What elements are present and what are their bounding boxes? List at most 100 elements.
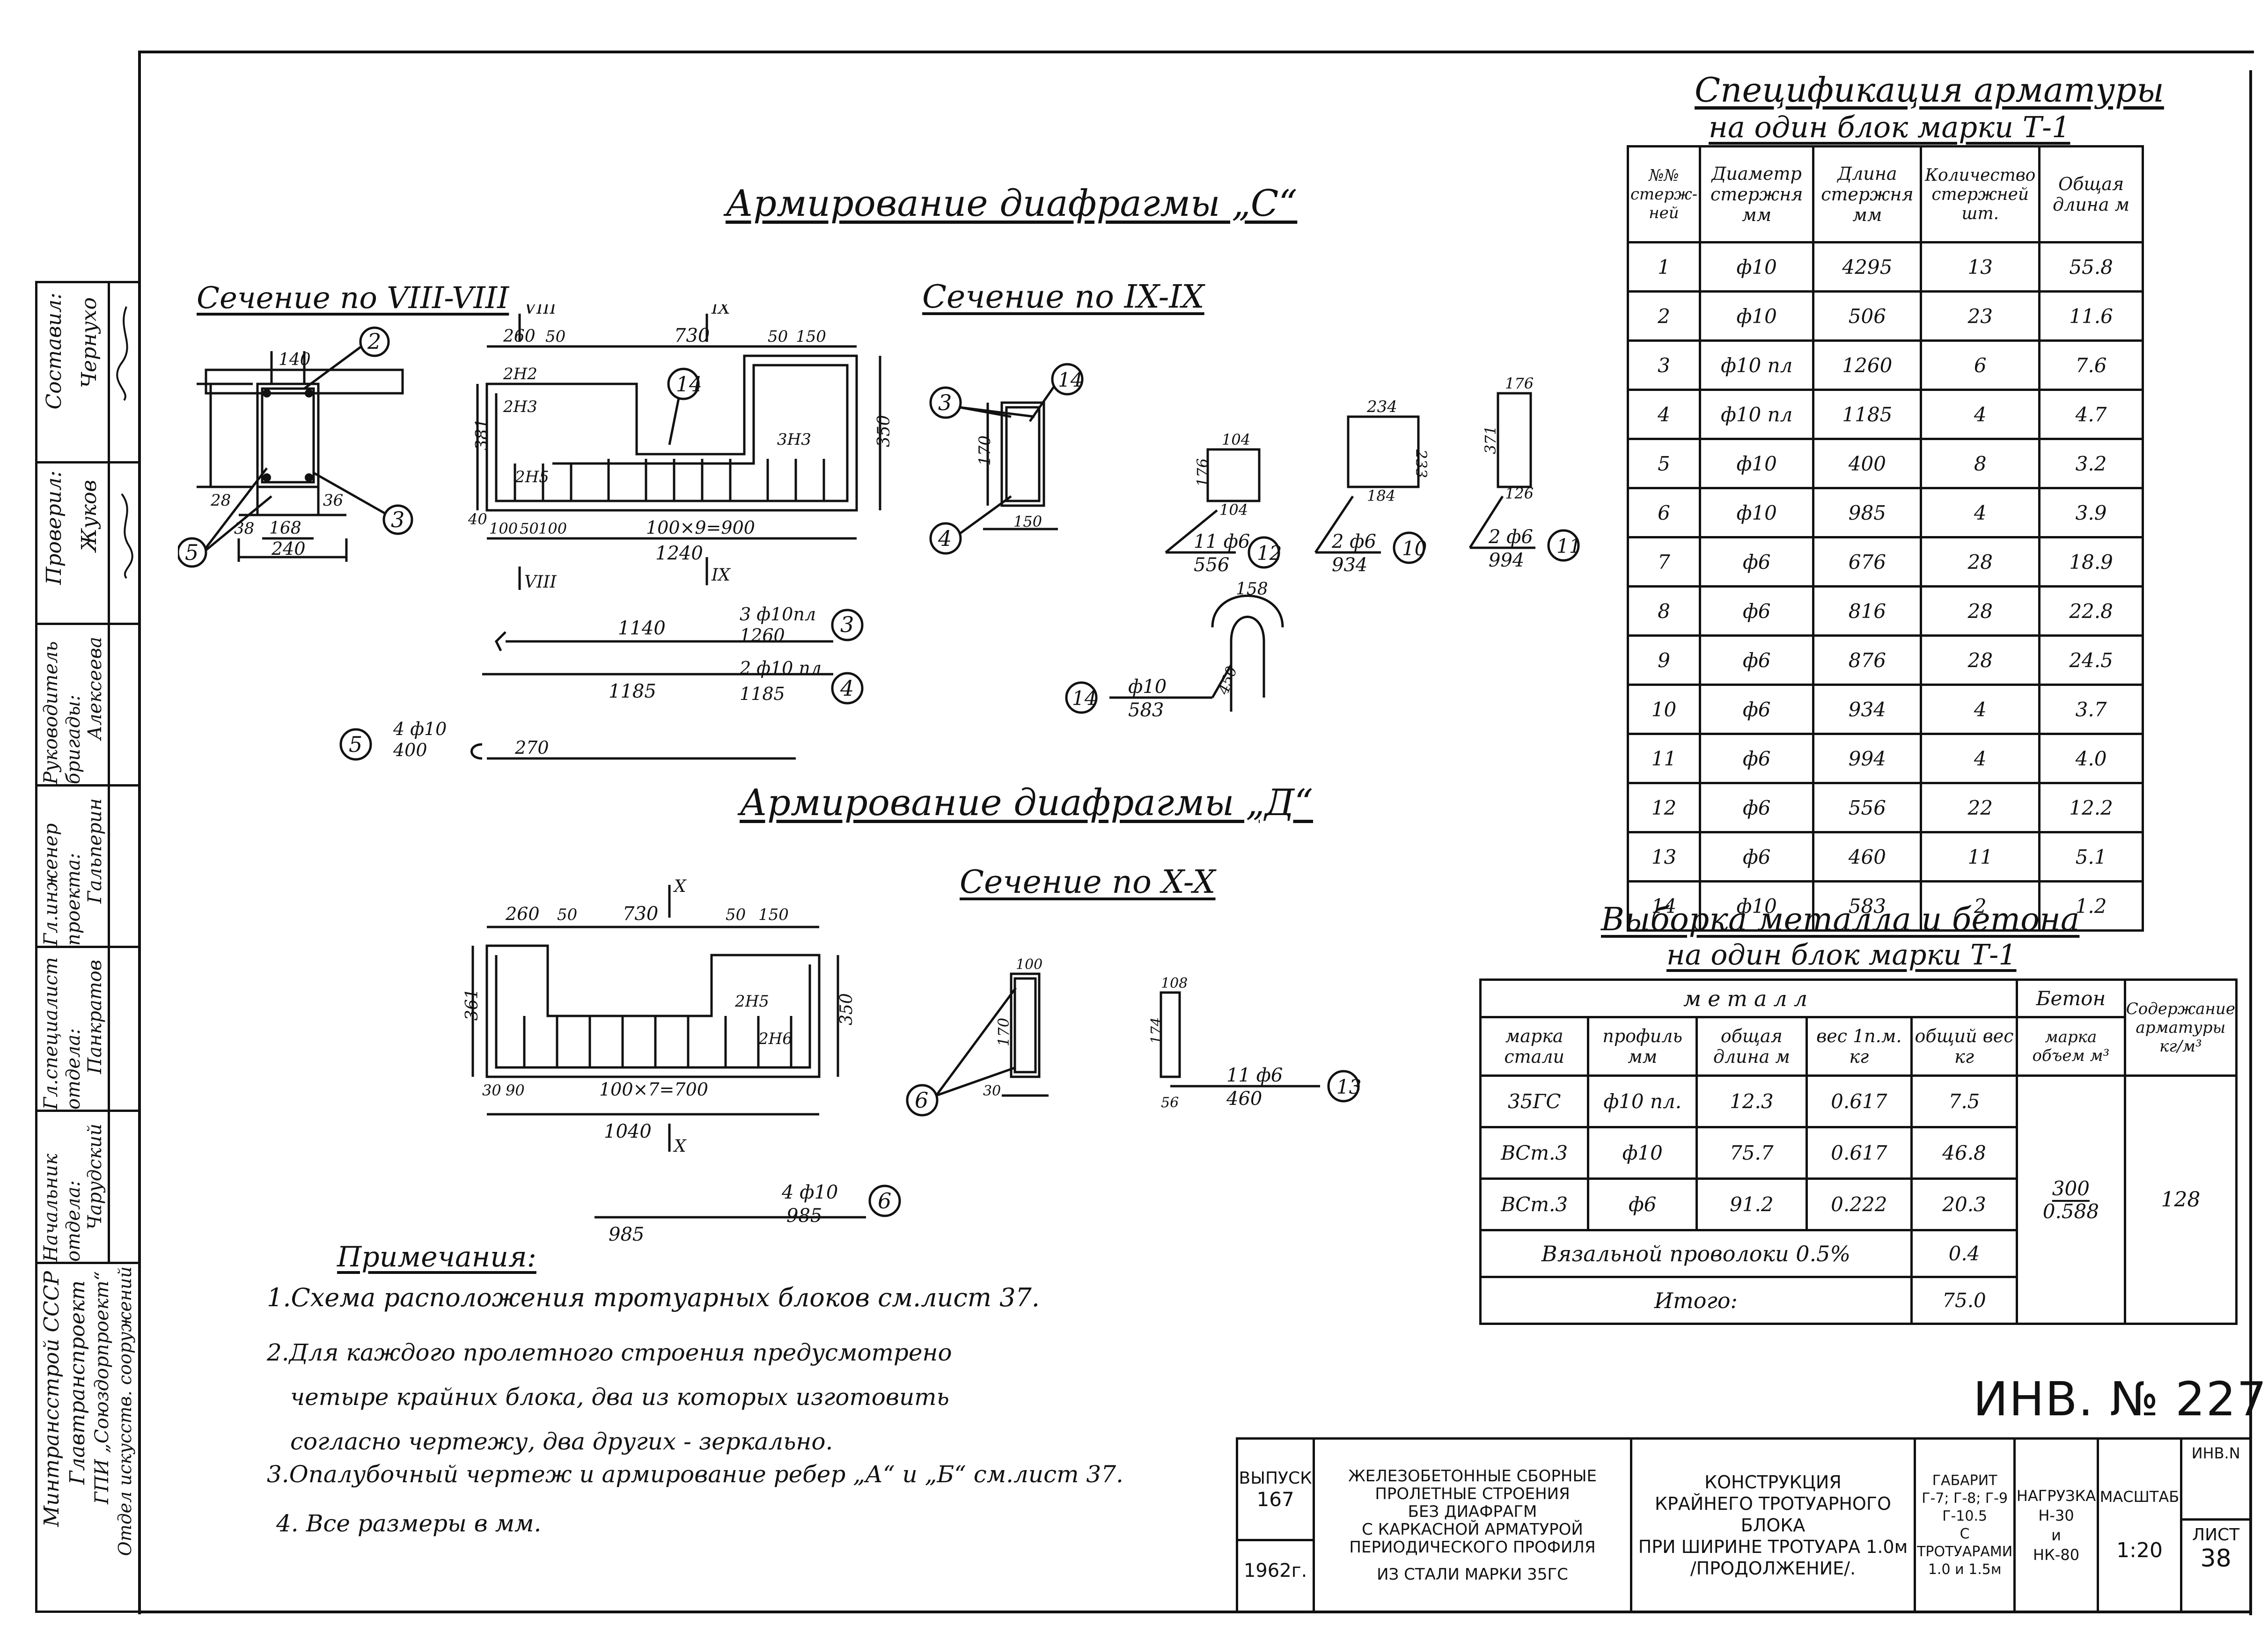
vypusk-label: ВЫПУСК (1239, 1469, 1312, 1488)
title-constr: КОНСТРУКЦИЯ КРАЙНЕГО ТРОТУАРНОГО БЛОКА П… (1629, 1437, 1916, 1613)
svg-text:11: 11 (1556, 535, 1581, 558)
vyb-group: Содержание арматуры кг/м³ (2123, 978, 2238, 1077)
org-line: ГПИ „Союздорпроект“ (91, 1271, 113, 1504)
frame-bottom (138, 1611, 2252, 1613)
desc-line: ПЕРИОДИЧЕСКОГО ПРОФИЛЯ (1349, 1537, 1596, 1557)
dim-label: 100 (489, 520, 518, 537)
nagruzka-line: НАГРУЗКА (2016, 1486, 2096, 1505)
spec-cell: 1260 (1812, 339, 1923, 391)
list-label: ЛИСТ (2182, 1518, 2249, 1545)
dim-label: 1040 (604, 1121, 652, 1142)
spec-cell: 460 (1812, 831, 1923, 883)
spec-cell: 24.5 (2038, 634, 2144, 686)
vyb-header: марка объем м³ (2016, 1016, 2126, 1077)
note-line: 4. Все размеры в мм. (276, 1510, 542, 1537)
svg-text:6: 6 (915, 1088, 928, 1113)
spec-subtitle: на один блок марки Т-1 (1709, 110, 2070, 144)
vyb-cell: 35ГС (1479, 1074, 1590, 1128)
spec-cell: 22.8 (2038, 585, 2144, 637)
bars-3-4-5: 3 4 5 1140 3 ф10пл 1260 1185 2 ф10 пл 11… (339, 604, 864, 761)
dim-label: 38 (234, 519, 254, 538)
spec-cell: ф6 (1698, 634, 1815, 686)
sec-10-title: Сечение по X-X (960, 864, 1216, 901)
vyb-cell: 12.3 (1695, 1074, 1808, 1128)
desc-line: С КАРКАСНОЙ АРМАТУРОЙ (1362, 1520, 1583, 1539)
section-mark: X (673, 1137, 687, 1156)
vyb-header: вес 1п.м. кг (1805, 1016, 1913, 1077)
bar-total: 994 (1489, 550, 1524, 571)
bar-total: 934 (1332, 554, 1367, 576)
bar-label: 2 ф10 пл (739, 658, 822, 678)
title-gabarit: ГАБАРИТ Г-7; Г-8; Г-9 Г-10.5 С ТРОТУАРАМ… (1914, 1437, 2016, 1613)
spec-cell: 11 (1627, 733, 1701, 784)
spec-cell: 3.2 (2038, 438, 2144, 489)
vyb-header: общая длина м (1695, 1016, 1808, 1077)
dim-label: 176 (1194, 458, 1211, 487)
spec-cell: 994 (1812, 733, 1923, 784)
masshtab-value: 1:20 (2116, 1538, 2163, 1562)
nagruzka-line: и (2051, 1526, 2061, 1544)
svg-text:170: 170 (976, 435, 994, 466)
svg-text:5: 5 (185, 540, 198, 565)
arm-c-title: Армирование диафрагмы „С“ (726, 183, 1298, 225)
spec-cell: 8 (1920, 438, 2041, 489)
nagruzka-line: НК-80 (2033, 1545, 2080, 1564)
spec-cell: 985 (1812, 487, 1923, 538)
dim-label: 50 (557, 905, 577, 924)
spec-cell: 4295 (1812, 241, 1923, 293)
spec-cell: ф6 (1698, 684, 1815, 735)
spec-cell: 6 (1627, 487, 1701, 538)
dim-label: 1185 (609, 681, 656, 702)
svg-text:10: 10 (1402, 537, 1427, 560)
stirrups-12-9-10: 12 10 11 104 176 104 11 ф6 556 234 233 1… (1165, 375, 1581, 576)
spec-cell: 11 (1920, 831, 2041, 883)
nagruzka-line: Н-30 (2038, 1506, 2074, 1524)
vyb-cell: 75.7 (1695, 1126, 1808, 1180)
spec-cell: 876 (1812, 634, 1923, 686)
stamp-name: Алексеева (84, 637, 106, 740)
vyb-beton-cell: 300 0.588 (2016, 1074, 2126, 1325)
bar-total: 583 (1128, 699, 1164, 721)
dim-label: 50 (545, 327, 565, 346)
dim-label: 28 (210, 491, 231, 510)
dim-label: 168 (269, 519, 301, 538)
vyb-cell: 0.617 (1805, 1126, 1913, 1180)
dim-label: 260 (503, 327, 536, 346)
dim-label: 56 (1161, 1095, 1179, 1111)
stamp-name: Панкратов (84, 960, 106, 1074)
dim-label: 184 (1367, 487, 1395, 505)
dim-label: 100×9=900 (646, 517, 755, 538)
bar-6: 6 4 ф10 985 985 (595, 1182, 901, 1245)
side-stamp-row: Начальник отдела: Чарудский (37, 1110, 140, 1264)
dim-label: 50 (768, 327, 788, 346)
dim-label: 371 (1482, 426, 1499, 454)
spec-cell: 4 (1920, 733, 2041, 784)
stamp-name: Чернухо (77, 297, 101, 389)
bar-label: 4 ф10 (781, 1182, 838, 1203)
dim-label: 150 (796, 327, 826, 346)
spec-cell: 676 (1812, 536, 1923, 588)
spec-cell: 4 (1920, 487, 2041, 538)
spec-header: Общая длина м (2038, 145, 2144, 243)
gabarit-line: 1.0 и 1.5м (1928, 1561, 2002, 1578)
svg-text:14: 14 (676, 373, 702, 397)
vyb-content: 128 (2123, 1074, 2238, 1325)
dim-label: 40 (468, 510, 487, 528)
bar-total: 400 (393, 740, 427, 760)
bar-label: 2Н5 (514, 468, 549, 486)
svg-text:170: 170 (995, 1018, 1013, 1046)
svg-text:100: 100 (1016, 956, 1042, 973)
svg-text:14: 14 (1072, 687, 1097, 710)
svg-text:5: 5 (349, 732, 362, 757)
title-block: ВЫПУСК 167 1962г. ЖЕЛЕЗОБЕТОННЫЕ СБОРНЫЕ… (1235, 1437, 2252, 1613)
arm-d-title: Армирование диафрагмы „Д“ (740, 782, 1314, 824)
bar-label: 2 ф6 (1331, 531, 1376, 552)
spec-cell: 1 (1627, 241, 1701, 293)
dim-label: 270 (514, 737, 549, 758)
